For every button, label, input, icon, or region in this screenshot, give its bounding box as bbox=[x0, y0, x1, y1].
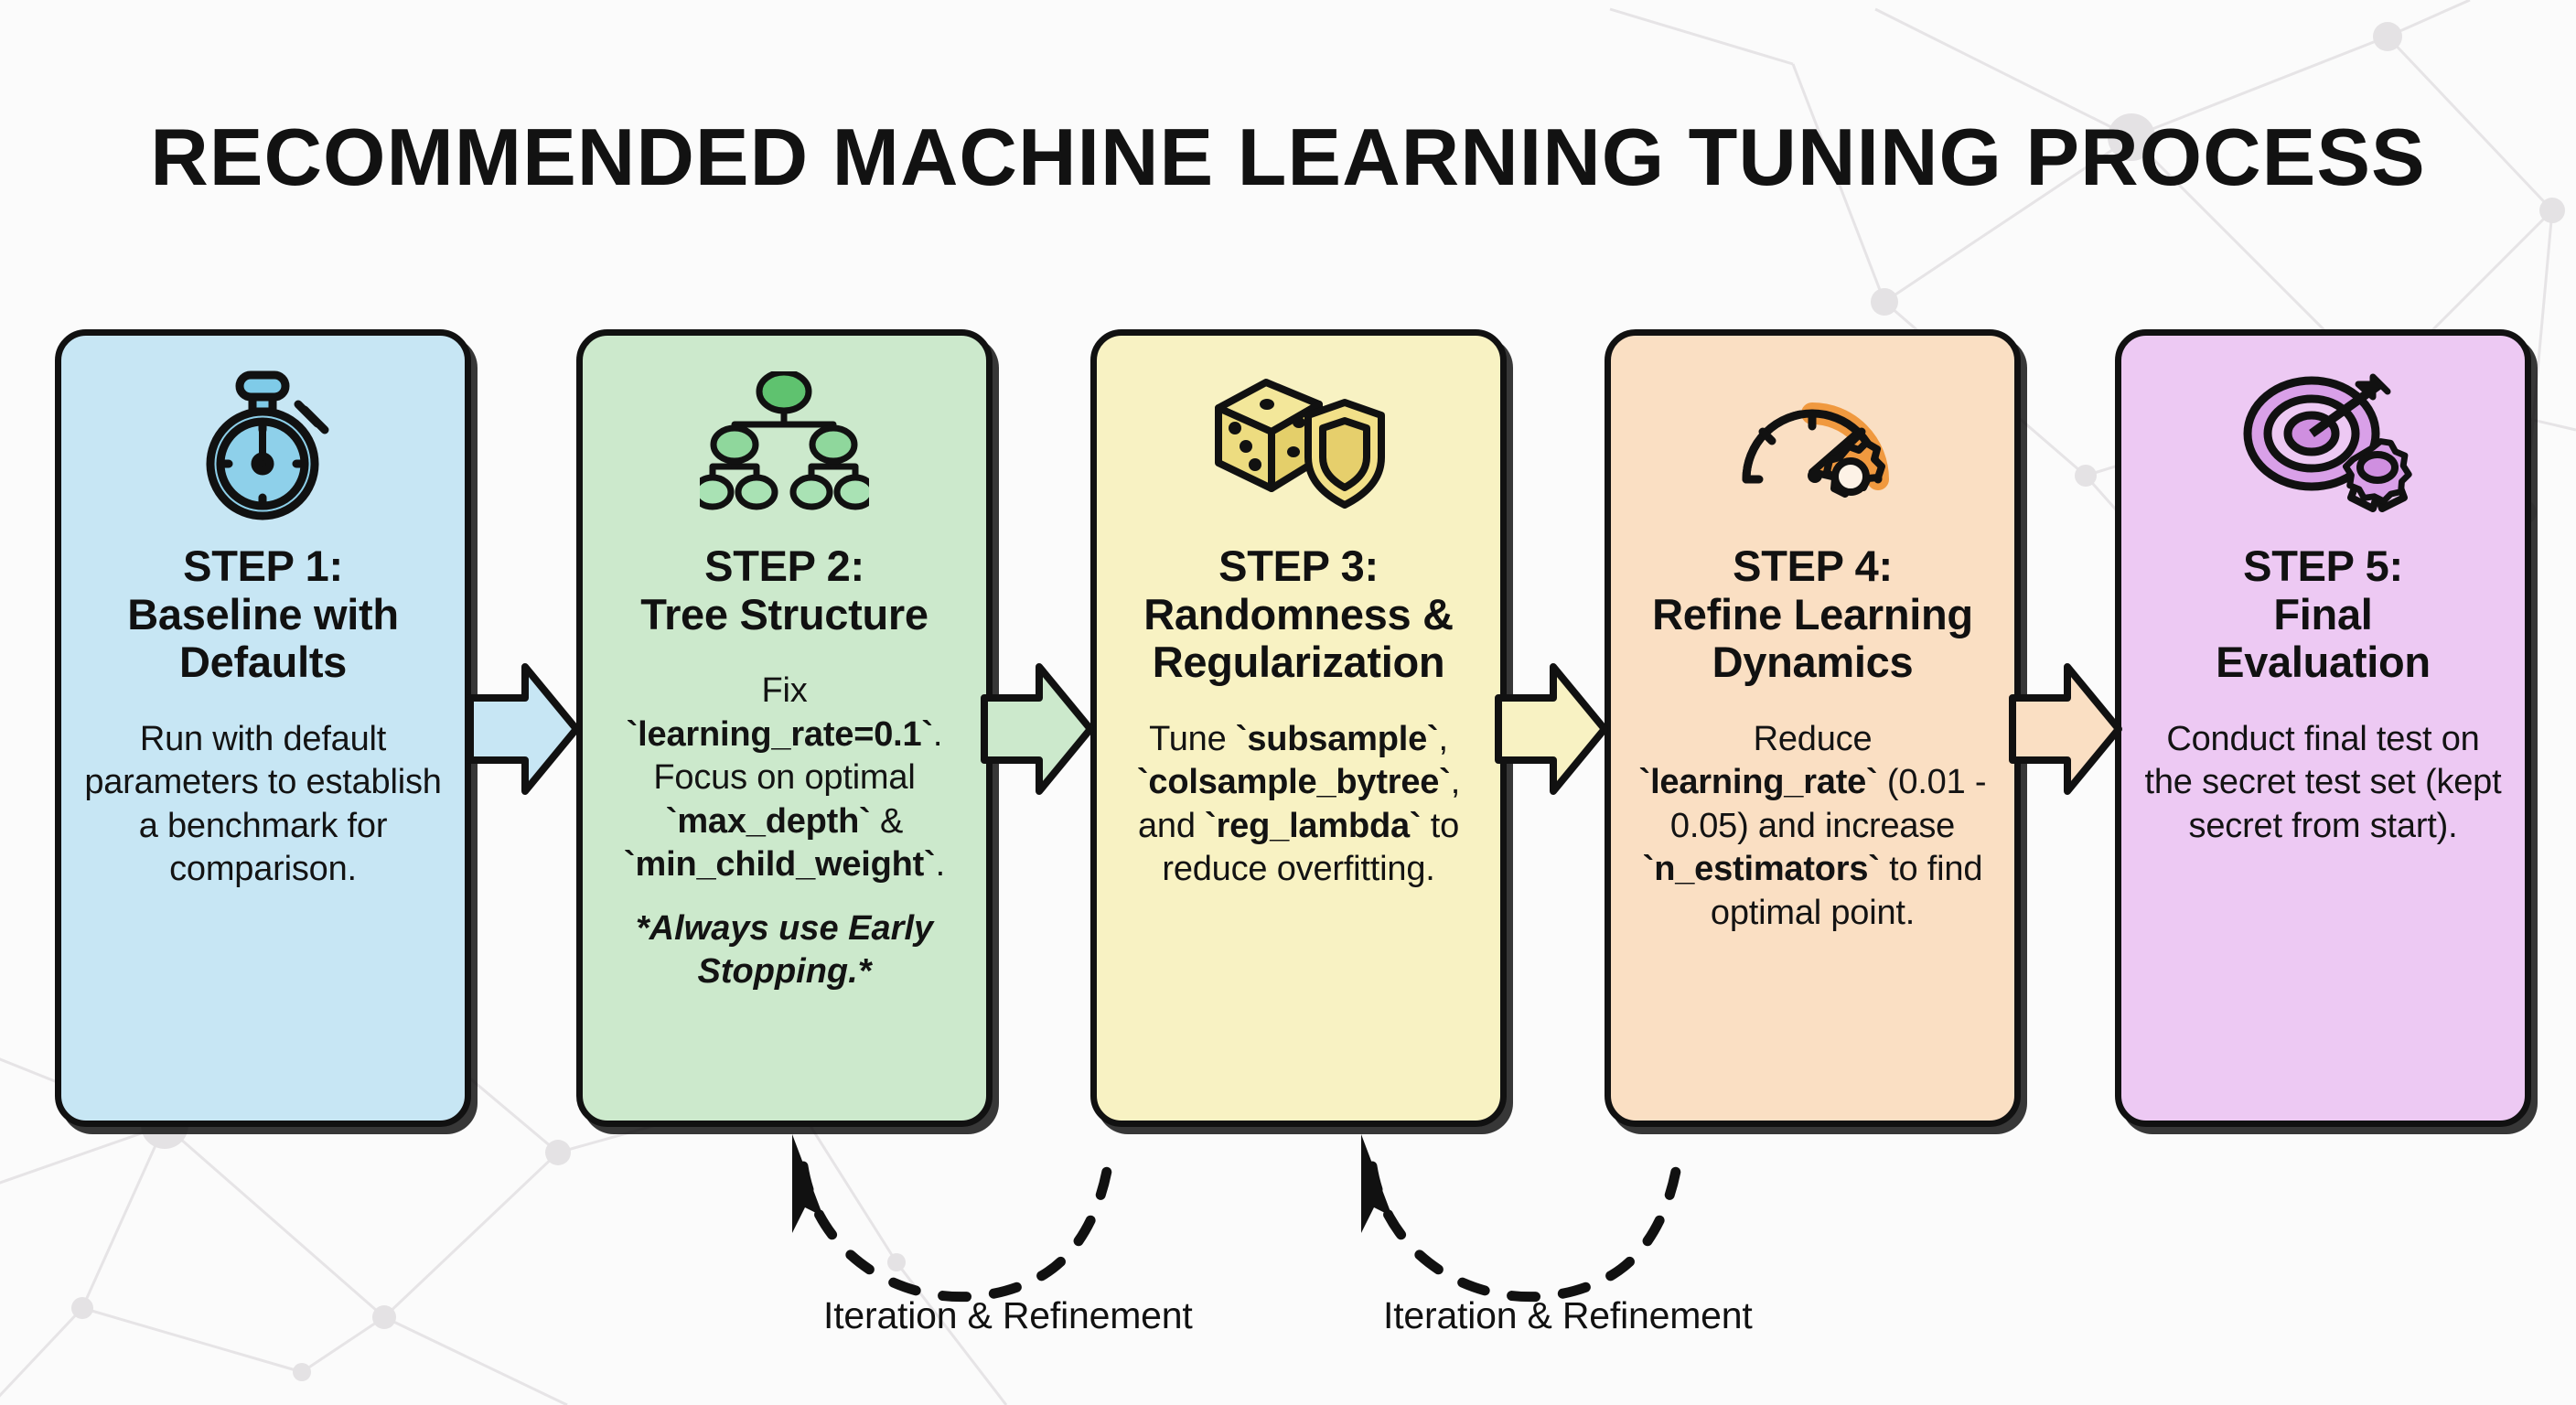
step-card-1[interactable]: STEP 1: Baseline with Defaults Run with … bbox=[55, 329, 471, 1127]
step-card-2-title: STEP 2: Tree Structure bbox=[640, 542, 928, 638]
step-card-2-note: *Always use Early Stopping.* bbox=[635, 908, 934, 992]
step-5-title-line3: Evaluation bbox=[2216, 638, 2431, 687]
step-3-title-line3: Regularization bbox=[1152, 638, 1445, 687]
steps-row: STEP 1: Baseline with Defaults Run with … bbox=[0, 329, 2576, 1130]
page-title: RECOMMENDED MACHINE LEARNING TUNING PROC… bbox=[150, 112, 2426, 202]
step-card-5-body: Conduct final test on the secret test se… bbox=[2144, 719, 2502, 845]
iteration-loop-1-label: Iteration & Refinement bbox=[823, 1294, 1193, 1336]
step-4-title-line2: Refine Learning bbox=[1652, 589, 1973, 638]
step-card-5-title: STEP 5: Final Evaluation bbox=[2216, 542, 2431, 687]
step-card-4-body: Reduce `learning_rate` (0.01 - 0.05) and… bbox=[1638, 719, 1987, 932]
step-card-4-title: STEP 4: Refine Learning Dynamics bbox=[1652, 542, 1973, 687]
arrow-step1-to-step2 bbox=[467, 663, 580, 795]
step-card-3-title: STEP 3: Randomness & Regularization bbox=[1143, 542, 1454, 687]
step-1-title-line1: STEP 1: bbox=[183, 542, 343, 590]
step-4-title-line3: Dynamics bbox=[1712, 638, 1914, 687]
step-1-title-line2: Baseline with bbox=[127, 589, 399, 638]
arrow-step4-to-step5 bbox=[2009, 663, 2122, 795]
step-5-title-line1: STEP 5: bbox=[2243, 542, 2403, 590]
dice-shield-icon bbox=[1209, 367, 1388, 522]
step-card-3[interactable]: STEP 3: Randomness & Regularization Tune… bbox=[1090, 329, 1507, 1127]
step-card-5[interactable]: STEP 5: Final Evaluation Conduct final t… bbox=[2115, 329, 2531, 1127]
step-2-title-line1: STEP 2: bbox=[704, 542, 864, 590]
step-card-2[interactable]: STEP 2: Tree Structure Fix `learning_rat… bbox=[576, 329, 993, 1127]
step-1-title-line3: Defaults bbox=[178, 638, 348, 687]
step-card-2-body: Fix `learning_rate=0.1`. Focus on optima… bbox=[624, 671, 945, 885]
step-5-title-line2: Final bbox=[2273, 589, 2373, 638]
step-3-title-line2: Randomness & bbox=[1143, 589, 1454, 638]
iteration-loop-1-arrowhead bbox=[792, 1134, 823, 1233]
iteration-loop-2-arrowhead bbox=[1361, 1134, 1392, 1233]
step-3-title-line1: STEP 3: bbox=[1218, 542, 1379, 590]
step-card-1-body: Run with default parameters to establish… bbox=[84, 719, 442, 889]
step-4-title-line1: STEP 4: bbox=[1733, 542, 1893, 590]
step-card-3-body: Tune `subsample`, `colsample_bytree`, an… bbox=[1136, 719, 1461, 889]
iteration-loop-2-label: Iteration & Refinement bbox=[1383, 1294, 1753, 1336]
iteration-loop-1-path bbox=[798, 1140, 1116, 1302]
step-card-1-title: STEP 1: Baseline with Defaults bbox=[127, 542, 399, 687]
arrow-step3-to-step4 bbox=[1495, 663, 1608, 795]
gauge-gear-icon bbox=[1726, 367, 1900, 522]
decision-tree-icon bbox=[700, 367, 869, 522]
arrow-step2-to-step3 bbox=[981, 663, 1094, 795]
step-2-title-line2: Tree Structure bbox=[640, 589, 928, 638]
target-award-icon bbox=[2234, 367, 2412, 522]
iteration-loop-2-path bbox=[1367, 1140, 1685, 1302]
stopwatch-icon bbox=[183, 367, 343, 522]
step-card-4[interactable]: STEP 4: Refine Learning Dynamics Reduce … bbox=[1605, 329, 2021, 1127]
